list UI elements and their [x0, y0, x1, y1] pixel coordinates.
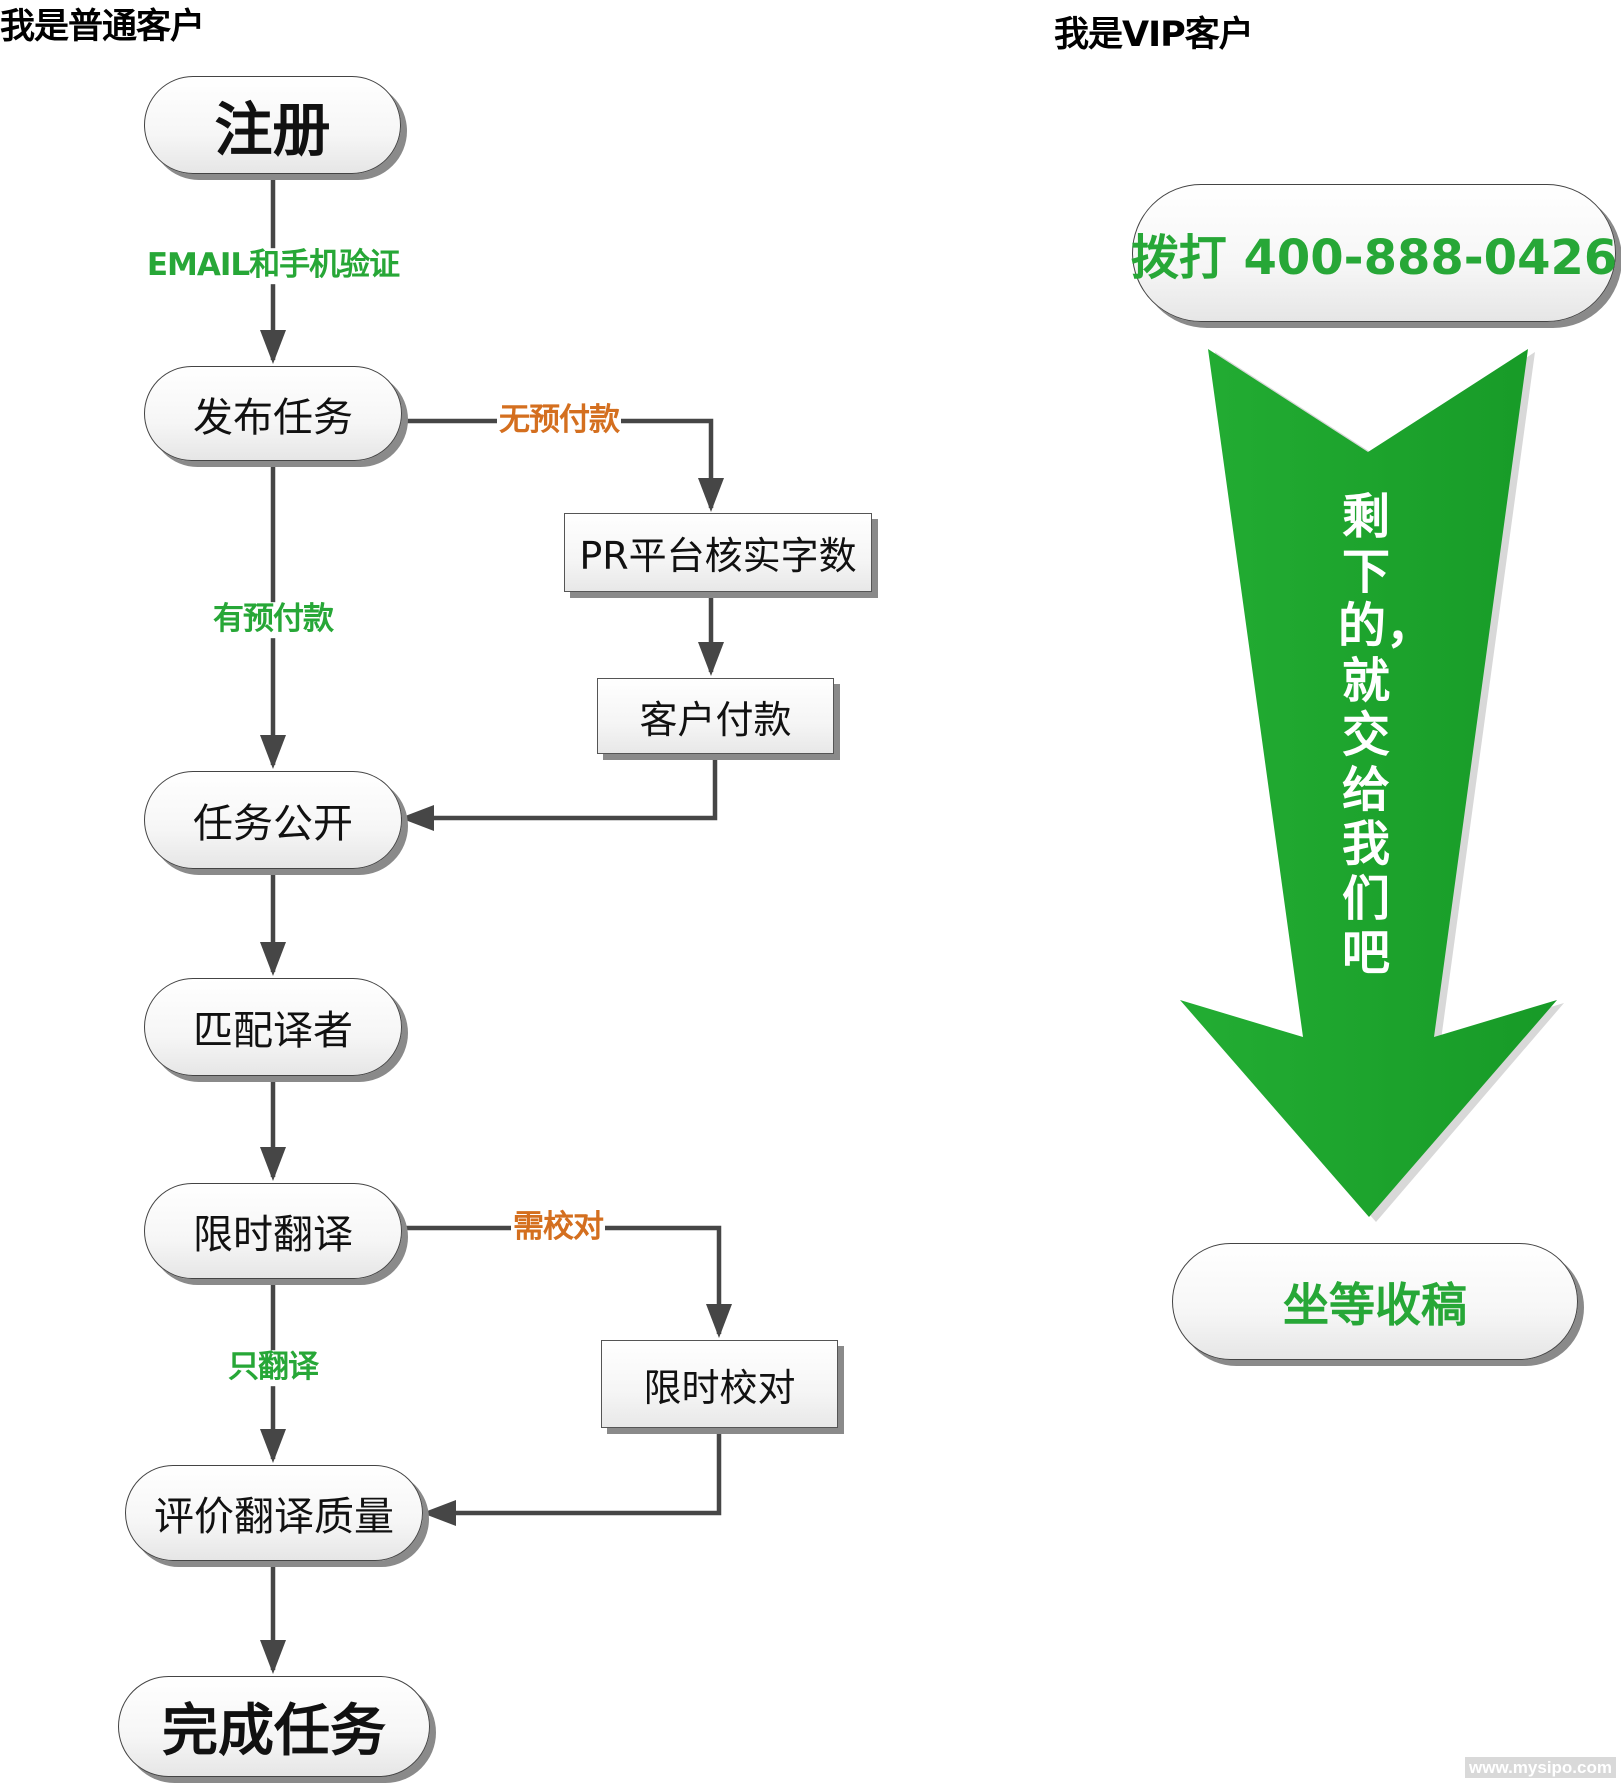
- arrow-slogan-text: 剩下的，就交给我们吧: [1338, 489, 1435, 981]
- arrowhead-down: [698, 642, 724, 676]
- edge-proof-to-rate: [436, 1428, 722, 1516]
- normal-customer-heading: 我是普通客户: [0, 7, 205, 47]
- watermark: www.mysipo.com: [1465, 1757, 1616, 1778]
- vip-customer-heading: 我是VIP客户: [1054, 15, 1254, 55]
- arrowhead-down: [260, 1147, 286, 1181]
- edge-label-email-phone-verify: EMAIL和手机验证: [144, 247, 402, 284]
- arrowhead-down: [260, 1429, 286, 1463]
- arrowhead-down: [698, 478, 724, 512]
- arrowhead-left: [400, 805, 434, 831]
- edge-label-has-prepayment: 有预付款: [211, 601, 335, 638]
- node-wait-for-delivery: 坐等收稿: [1172, 1243, 1578, 1360]
- arrowhead-down: [260, 735, 286, 769]
- arrowhead-down: [260, 942, 286, 976]
- edge-label-no-prepayment: 无预付款: [497, 402, 621, 439]
- node-call-hotline: 拨打 400-888-0426: [1131, 184, 1617, 322]
- edge-label-needs-proofreading: 需校对: [511, 1209, 605, 1246]
- arrowhead-left: [422, 1500, 456, 1526]
- node-rate-quality: 评价翻译质量: [125, 1465, 423, 1561]
- arrowhead-down: [706, 1304, 732, 1338]
- node-task-public: 任务公开: [144, 771, 402, 869]
- node-timed-proofreading: 限时校对: [601, 1340, 838, 1428]
- node-register: 注册: [144, 76, 401, 174]
- arrowhead-down: [260, 1640, 286, 1674]
- node-customer-payment: 客户付款: [597, 678, 834, 754]
- node-match-translator: 匹配译者: [144, 978, 402, 1076]
- edge-payment-to-public: [414, 754, 718, 821]
- node-timed-translation: 限时翻译: [144, 1183, 402, 1279]
- node-publish-task: 发布任务: [144, 366, 402, 461]
- edge-label-translation-only: 只翻译: [226, 1349, 320, 1386]
- node-complete-task: 完成任务: [118, 1676, 430, 1777]
- big-down-arrow: [1180, 349, 1557, 1217]
- arrowhead-down: [260, 330, 286, 364]
- edge-timed-to-proof: [402, 1225, 722, 1334]
- node-pr-verify-wordcount: PR平台核实字数: [564, 513, 872, 592]
